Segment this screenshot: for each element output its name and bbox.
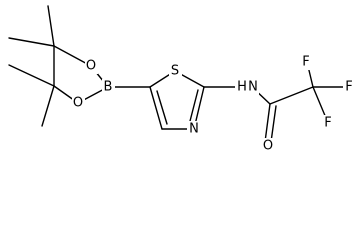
- carbonyl-oxygen-label: O: [263, 139, 273, 154]
- bond-c4-c5: [149, 86, 163, 130]
- fluorine-3-label: F: [324, 116, 331, 131]
- thiazole-nitrogen-label: N: [189, 122, 199, 137]
- bond-carbonyl-c-o: [264, 103, 271, 143]
- fluorine-1-label: F: [302, 55, 309, 70]
- sulfur-atom: S: [169, 63, 182, 79]
- amide-nitrogen-h-label: H: [237, 80, 247, 95]
- structure-drawing: B O O S N H N O F: [8, 5, 355, 154]
- sulfur-label: S: [171, 64, 179, 79]
- bond-o-c-upper: [53, 45, 92, 67]
- carbonyl-oxygen-atom: O: [261, 138, 275, 154]
- fluorine-1-atom: F: [300, 54, 312, 70]
- oxygen-upper-atom: O: [85, 58, 98, 74]
- bond-methyl-upper-1: [47, 5, 55, 47]
- fluorine-2-label: F: [345, 80, 352, 95]
- atom-label-layer: B O O S N H N O F: [72, 54, 355, 154]
- amide-nitrogen-atom: H N: [235, 79, 259, 95]
- bond-c4-c5-double: [156, 90, 168, 125]
- bond-carbonyl-c-o-double: [270, 105, 277, 143]
- bond-carbonyl-c-cf3: [269, 86, 314, 105]
- boron-atom: B: [102, 79, 115, 95]
- bond-c-f-lower: [312, 86, 327, 119]
- molecule-diagram: B O O S N H N O F: [8, 5, 355, 154]
- bond-methyl-lower-1: [8, 64, 55, 87]
- thiazole-nitrogen-atom: N: [187, 121, 201, 137]
- bond-c2-n3-double: [188, 89, 199, 126]
- boron-label: B: [104, 80, 113, 95]
- bond-methyl-lower-2: [41, 85, 55, 127]
- oxygen-lower-label: O: [73, 96, 83, 111]
- oxygen-lower-atom: O: [72, 95, 85, 111]
- fluorine-2-atom: F: [343, 79, 355, 95]
- oxygen-upper-label: O: [86, 59, 96, 74]
- bond-methyl-upper-2: [8, 37, 55, 47]
- amide-nitrogen-label: N: [248, 80, 258, 95]
- fluorine-3-atom: F: [322, 115, 334, 131]
